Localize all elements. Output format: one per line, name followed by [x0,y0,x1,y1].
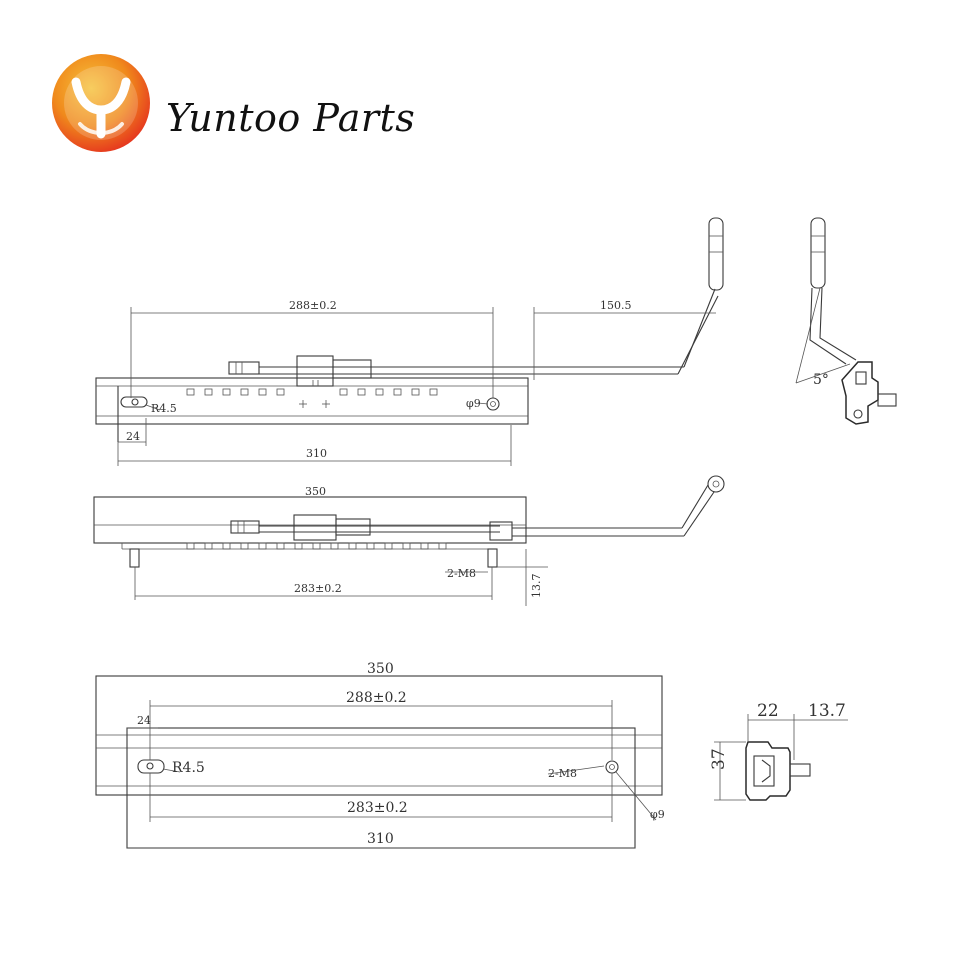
dim-283-front: 283±0.2 [294,582,342,595]
dim-2-m8-front: 2-M8 [447,567,476,580]
dim-5-deg: 5° [813,372,829,388]
dim-24-top: 24 [126,430,140,443]
dim-phi9-top: φ9 [466,397,481,410]
brand-name: Yuntoo Parts [166,96,416,140]
dim-r4-5-bottom: R4.5 [172,760,205,776]
dim-phi9-bottom: φ9 [650,808,665,821]
dim-350-bottom: 350 [367,661,394,677]
top-view: 288±0.2 150.5 R4.5 φ9 24 310 [95,217,724,466]
yuntoo-logo-icon [52,54,150,152]
dim-r4-5-top: R4.5 [151,402,177,415]
front-view: 350 2-M8 283±0.2 13.7 [93,475,725,606]
dim-13-7-side: 13.7 [808,701,846,721]
side-view-small: 5° [795,217,897,425]
dim-283-bottom: 283±0.2 [347,800,408,816]
dim-288-bottom: 288±0.2 [346,690,407,706]
dim-310-top: 310 [306,447,327,460]
dim-22-side: 22 [757,701,779,721]
bottom-view: 350 288±0.2 24 R4.5 2-M8 283±0.2 φ9 310 [95,661,665,849]
dim-150-5: 150.5 [600,299,632,312]
dim-2-m8-bottom: 2-M8 [548,767,577,780]
side-profile-view: 22 13.7 37 [709,701,848,801]
dim-350-front: 350 [305,485,326,498]
slot-holes [186,388,438,396]
dim-310-bottom: 310 [367,831,394,847]
dim-24-bottom: 24 [137,714,151,727]
dim-13-7-front: 13.7 [530,574,543,599]
dim-37-side: 37 [709,748,729,770]
teeth-row [186,542,447,550]
dim-288-top: 288±0.2 [289,299,337,312]
